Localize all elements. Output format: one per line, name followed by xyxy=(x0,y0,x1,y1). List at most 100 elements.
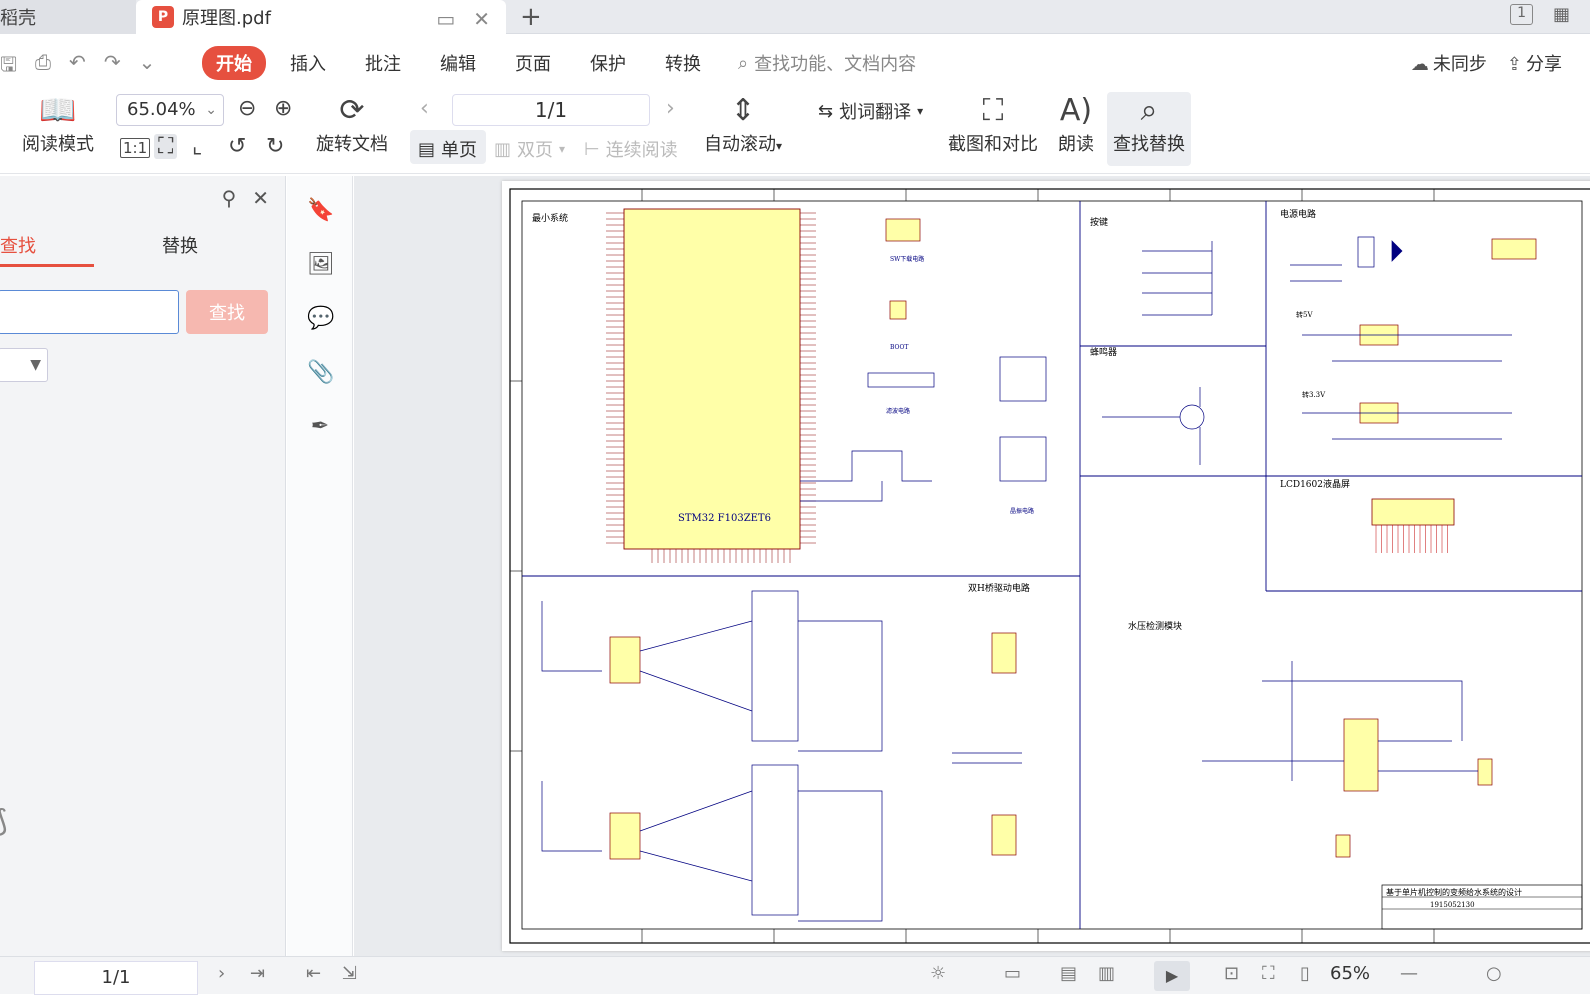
actual-size-icon[interactable]: ⊡ xyxy=(1224,963,1240,984)
menu-convert[interactable]: 转换 xyxy=(665,54,701,75)
magnifier-icon: ⌕ xyxy=(1140,93,1158,128)
exit-icon[interactable]: ⇲ xyxy=(342,963,358,984)
single-page-icon: ▤ xyxy=(418,138,436,160)
double-page-button[interactable]: ▥双页▾ xyxy=(494,136,565,162)
tab-replace[interactable]: 替换 xyxy=(162,236,198,257)
feature-search[interactable]: ⌕ 查找功能、文档内容 xyxy=(738,50,916,76)
menu-insert[interactable]: 插入 xyxy=(290,54,326,75)
find-button[interactable]: 查找 xyxy=(186,290,268,334)
rotate-left-icon[interactable]: ↺ xyxy=(228,134,247,159)
zoom-out-icon[interactable]: ⊖ xyxy=(238,96,257,121)
read-aloud-button[interactable]: A) 朗读 xyxy=(1058,92,1094,156)
scroll-mode-icon[interactable]: ▭ xyxy=(1004,963,1022,984)
play-icon[interactable]: ▶ xyxy=(1154,961,1190,991)
label-boot: BOOT xyxy=(890,344,908,351)
close-tab-icon[interactable]: ✕ xyxy=(473,7,490,31)
search-icon: ⌕ xyxy=(738,52,749,74)
schematic-drawing: 最小系统 按键 蜂鸣器 电源电路 转5V 转3.3V LCD1602液晶屏 双H… xyxy=(509,188,1590,944)
mcu-label: STM32 F103ZET6 xyxy=(678,513,771,524)
single-page-button[interactable]: ▤单页 xyxy=(418,136,477,162)
chevron-down-icon: ▼ xyxy=(30,357,41,373)
tab-home[interactable]: 稻壳 xyxy=(0,0,136,34)
more-dropdown-icon[interactable]: ⌄ xyxy=(138,50,156,74)
redo-icon[interactable]: ↷ xyxy=(103,50,121,74)
panel-glyph-icon: ⟆ xyxy=(0,804,8,839)
label-lcd: LCD1602液晶屏 xyxy=(1280,478,1350,490)
menu-bar: 🖫 ⎙ ↶ ↷ ⌄ 开始 插入 批注 编辑 页面 保护 转换 ⌕ 查找功能、文档… xyxy=(0,34,1590,90)
zoom-select[interactable]: 65.04%⌄ xyxy=(116,94,224,126)
pin-window-icon[interactable]: ▭ xyxy=(436,7,456,31)
first-page-icon[interactable]: ⇤ xyxy=(306,963,322,984)
fit-width-icon[interactable]: ⌞ xyxy=(192,134,203,159)
find-replace-button[interactable]: ⌕ 查找替换 xyxy=(1113,92,1185,156)
pin-icon[interactable]: ⚲ xyxy=(221,186,237,210)
zoom-in-icon[interactable]: ⊕ xyxy=(274,96,293,121)
translate-button[interactable]: ⇆划词翻译▾ xyxy=(818,98,923,124)
page-number-input[interactable]: 1/1 xyxy=(452,94,650,126)
close-panel-icon[interactable]: ✕ xyxy=(252,186,269,210)
status-page-input[interactable]: 1/1 xyxy=(34,961,198,995)
share-label: 分享 xyxy=(1526,54,1562,75)
zoom-out-icon[interactable]: — xyxy=(1400,963,1418,984)
find-replace-label: 查找替换 xyxy=(1113,134,1185,155)
attachment-icon[interactable]: 📎 xyxy=(307,360,335,385)
continuous-read-button[interactable]: ⊢连续阅读 xyxy=(584,136,678,162)
single-page-label: 单页 xyxy=(441,140,478,161)
sync-button[interactable]: ☁未同步 xyxy=(1411,50,1487,76)
tab-document-label: 原理图.pdf xyxy=(182,8,271,29)
menu-page[interactable]: 页面 xyxy=(515,54,551,75)
find-input[interactable] xyxy=(0,290,179,334)
pdf-icon: P xyxy=(152,6,174,28)
label-buzzer: 蜂鸣器 xyxy=(1090,346,1117,358)
status-bar: 1/1 › ⇥ ⇤ ⇲ ☼ ▭ ▤ ▥ ▶ ⊡ ⛶ ▯ 65% — ○ xyxy=(0,956,1590,995)
grid-view-icon[interactable]: ▦ xyxy=(1552,4,1570,25)
label-crystal: 晶振电路 xyxy=(1010,507,1034,515)
fit-page-icon[interactable]: ⛶ xyxy=(154,134,178,159)
new-tab-button[interactable]: + xyxy=(520,2,542,32)
prev-page-icon[interactable]: ‹ xyxy=(420,96,429,121)
next-page-icon[interactable]: › xyxy=(666,96,675,121)
cloud-icon: ☁ xyxy=(1410,54,1429,75)
document-view[interactable]: 最小系统 按键 蜂鸣器 电源电路 转5V 转3.3V LCD1602液晶屏 双H… xyxy=(354,176,1590,956)
menu-annotate[interactable]: 批注 xyxy=(365,54,401,75)
double-page-label: 双页 xyxy=(517,140,554,161)
read-aloud-label: 朗读 xyxy=(1058,134,1094,155)
rotate-document-button[interactable]: ⟳ 旋转文档 xyxy=(316,92,388,156)
tab-find[interactable]: 查找 xyxy=(0,236,36,257)
print-icon[interactable]: ⎙ xyxy=(35,50,52,74)
double-view-icon[interactable]: ▥ xyxy=(1098,963,1116,984)
last-page-icon[interactable]: ⇥ xyxy=(250,963,266,984)
actual-size-button[interactable]: 1:1 xyxy=(120,138,151,158)
menu-protect[interactable]: 保护 xyxy=(590,54,626,75)
signature-icon[interactable]: ✒ xyxy=(310,414,330,439)
screenshot-icon: ⛶ xyxy=(982,93,1004,128)
next-page-icon[interactable]: › xyxy=(218,963,226,984)
window-count-icon[interactable]: 1 xyxy=(1510,4,1533,25)
comment-icon[interactable]: 💬 xyxy=(307,306,335,331)
screenshot-compare-button[interactable]: ⛶ 截图和对比 xyxy=(948,92,1038,156)
read-mode-button[interactable]: 📖 阅读模式 xyxy=(22,92,94,156)
rotate-right-icon[interactable]: ↻ xyxy=(266,134,285,159)
label-power: 电源电路 xyxy=(1280,208,1316,220)
bookmark-icon[interactable]: 🔖 xyxy=(307,198,335,223)
tab-document[interactable]: P 原理图.pdf ▭ ✕ xyxy=(136,0,506,34)
side-toolbar: 🔖 🖼 💬 📎 ✒ xyxy=(287,176,353,956)
auto-scroll-button[interactable]: ⇕ 自动滚动▾ xyxy=(704,93,783,155)
status-zoom[interactable]: 65% xyxy=(1330,963,1371,984)
fit-width-icon[interactable]: ▯ xyxy=(1300,963,1310,984)
find-scope-select[interactable]: ▼ xyxy=(0,348,48,382)
share-button[interactable]: ⇪分享 xyxy=(1507,50,1562,76)
auto-scroll-label: 自动滚动 xyxy=(704,134,776,155)
menu-start[interactable]: 开始 xyxy=(202,46,266,80)
zoom-slider-handle[interactable]: ○ xyxy=(1486,963,1502,984)
brightness-icon[interactable]: ☼ xyxy=(930,963,947,984)
fit-page-icon[interactable]: ⛶ xyxy=(1262,963,1275,984)
image-icon[interactable]: 🖼 xyxy=(307,252,335,277)
pdf-page: 最小系统 按键 蜂鸣器 电源电路 转5V 转3.3V LCD1602液晶屏 双H… xyxy=(502,181,1590,951)
tab-home-label: 稻壳 xyxy=(0,8,36,29)
title-block-title: 基于单片机控制的变频给水系统的设计 xyxy=(1386,887,1522,897)
single-view-icon[interactable]: ▤ xyxy=(1060,963,1078,984)
save-icon[interactable]: 🖫 xyxy=(0,52,18,76)
menu-edit[interactable]: 编辑 xyxy=(440,54,476,75)
undo-icon[interactable]: ↶ xyxy=(69,50,86,74)
